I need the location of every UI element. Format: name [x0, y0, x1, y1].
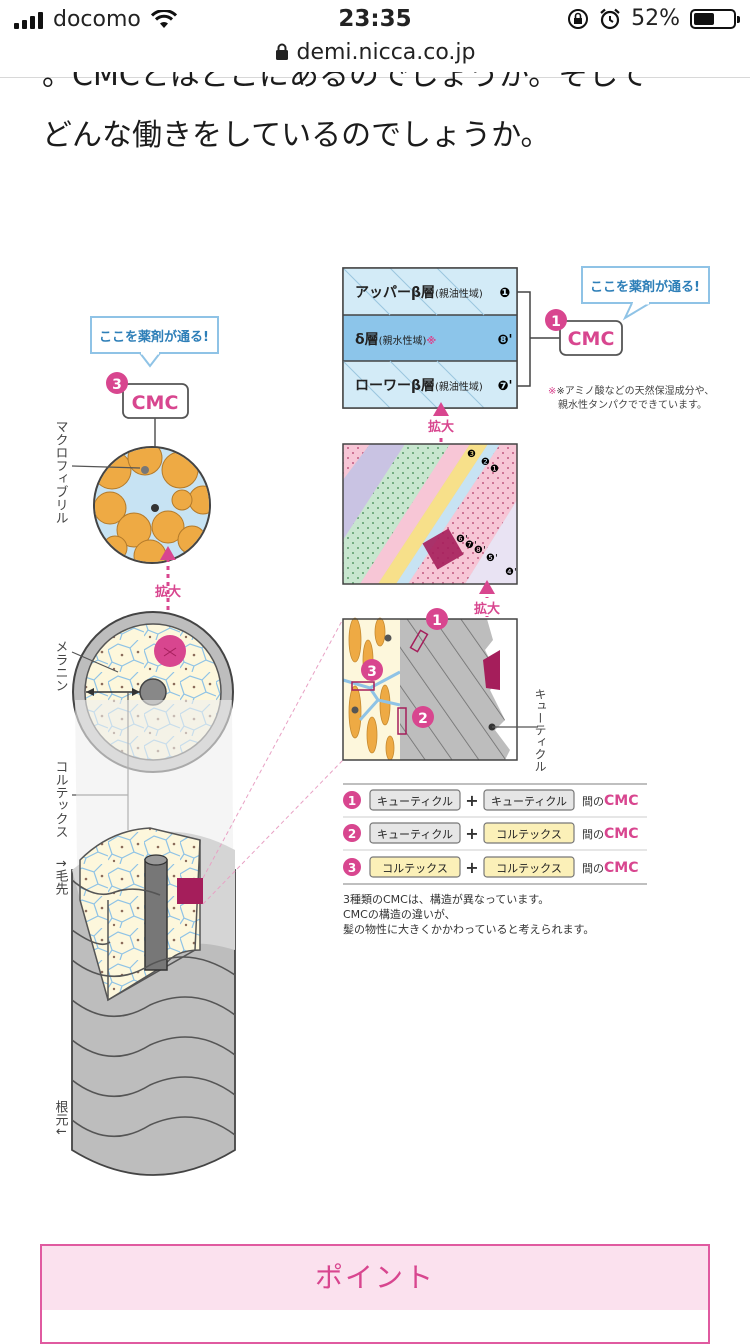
- legend-between: 間のCMC: [582, 793, 638, 809]
- desc-line-1: 3種類のCMCは、構造が異なっています。: [343, 892, 549, 906]
- label-root: 根元↓: [53, 1100, 69, 1137]
- status-left: docomo: [14, 7, 177, 32]
- legend-chip-b: [483, 789, 575, 811]
- legend-chip-b: [483, 856, 575, 878]
- article-line-1: 。CMCとはどこにあるのでしょうか。そして: [42, 72, 648, 93]
- alarm-icon: [600, 8, 620, 29]
- legend-plus: +: [465, 824, 478, 843]
- desc-line-3: 髪の物性に大きくかかわっていると考えられます。: [343, 922, 594, 936]
- battery-percent: 52%: [631, 6, 680, 31]
- url-bar[interactable]: demi.nicca.co.jp: [0, 40, 750, 78]
- legend-chip-a-text: コルテックス: [382, 862, 448, 875]
- legend-chip-a: [369, 789, 461, 811]
- svg-text:❹': ❹': [505, 567, 517, 578]
- battery-icon: [690, 8, 740, 29]
- legend-badge-num: 2: [348, 827, 356, 841]
- url-domain[interactable]: demi.nicca.co.jp: [296, 40, 476, 65]
- svg-text:ローワーβ層(親油性域): ローワーβ層(親油性域): [355, 378, 483, 394]
- rotation-lock-icon: [568, 8, 589, 29]
- label-melanin: メラニン: [53, 640, 68, 692]
- svg-text:❶: ❶: [499, 286, 510, 301]
- cmc-tag-1: CMC 1: [545, 309, 623, 356]
- legend-badge: [343, 791, 361, 809]
- svg-text:1: 1: [551, 314, 561, 330]
- legend-chip-a-text: キューティクル: [377, 828, 453, 841]
- desc-line-2: CMCの構造の違いが、: [343, 907, 456, 921]
- article-line-2: どんな働きをしているのでしょうか。: [42, 118, 551, 153]
- svg-text:2: 2: [418, 711, 428, 727]
- legend-badge-num: 1: [348, 794, 356, 808]
- legend-chip-b-text: キューティクル: [491, 795, 567, 808]
- macrofibril-circle: [93, 446, 211, 564]
- legend-chip-a-text: キューティクル: [377, 795, 453, 808]
- point-title: ポイント: [42, 1246, 708, 1310]
- legend-chip-b: [483, 822, 575, 844]
- cmc-diagram: ここを薬剤が通る! CMC 3 マクロフィブリル 拡大 メラニン コ: [53, 266, 714, 1176]
- svg-text:CMC: CMC: [132, 392, 179, 414]
- legend-badge-num: 3: [348, 861, 356, 875]
- enlarge-label-left: 拡大: [155, 584, 181, 600]
- callout-bubble-left: ここを薬剤が通る!: [90, 316, 219, 368]
- layer-stripes-zoom: ❸ ❷ ❶ ❻' ❼' ❽' ❺' ❹': [342, 443, 518, 585]
- status-right: 52%: [567, 6, 740, 31]
- cmc-layer-diagram: アッパーβ層(親油性域) δ層(親水性域)※ ローワーβ層(親油性域) ❶ ❽'…: [342, 267, 518, 409]
- signal-icon: [14, 11, 43, 29]
- svg-text:❶: ❶: [490, 464, 499, 475]
- svg-text:❽': ❽': [474, 545, 486, 556]
- enlarge-label-mid: 拡大: [428, 419, 454, 435]
- legend-plus: +: [465, 858, 478, 877]
- svg-text:3: 3: [367, 664, 377, 680]
- svg-text:3: 3: [112, 377, 122, 393]
- svg-text:1: 1: [432, 613, 442, 629]
- svg-text:❺': ❺': [486, 553, 498, 564]
- legend-badge: [343, 858, 361, 876]
- cuticle-cortex-zoom: 1 3 2: [342, 608, 518, 761]
- legend-badge: [343, 824, 361, 842]
- layer-note-1: ※※アミノ酸などの天然保湿成分や、: [548, 384, 714, 397]
- label-cortex: コルテックス: [53, 760, 68, 838]
- lock-icon: [275, 43, 288, 60]
- status-bar: docomo 23:35 52%: [0, 0, 750, 40]
- svg-text:CMC: CMC: [568, 328, 615, 350]
- clock: 23:35: [338, 6, 412, 32]
- legend-between: 間のCMC: [582, 860, 638, 876]
- svg-text:❸: ❸: [467, 449, 476, 460]
- cmc-tag-3: CMC 3: [106, 372, 189, 419]
- legend-between: 間のCMC: [582, 826, 638, 842]
- hair-strand-illustration: [71, 827, 236, 1176]
- enlarge-label-lower: 拡大: [474, 601, 500, 617]
- legend-chip-b-text: コルテックス: [496, 862, 562, 875]
- svg-text:❷: ❷: [481, 457, 490, 468]
- legend-plus: +: [465, 791, 478, 810]
- label-macrofibril: マクロフィブリル: [53, 420, 68, 524]
- label-cuticle: キューティクル: [533, 688, 547, 772]
- wifi-icon: [150, 9, 177, 28]
- layer-note-2: 親水性タンパクでできています。: [558, 398, 707, 411]
- callout-bubble-right: ここを薬剤が通る!: [581, 266, 710, 321]
- legend-chip-a: [369, 856, 461, 878]
- svg-text:❼': ❼': [465, 540, 477, 551]
- point-box: ポイント: [40, 1244, 710, 1344]
- svg-text:δ層(親水性域)※: δ層(親水性域)※: [355, 332, 436, 348]
- legend-chip-a: [369, 822, 461, 844]
- svg-text:❻': ❻': [456, 534, 468, 545]
- callout-text-left: ここを薬剤が通る!: [99, 329, 209, 345]
- svg-text:アッパーβ層(親油性域): アッパーβ層(親油性域): [355, 285, 483, 301]
- label-tip: ↑毛先: [53, 858, 69, 896]
- carrier-name: docomo: [53, 7, 141, 32]
- svg-text:ここを薬剤が通る!: ここを薬剤が通る!: [590, 279, 700, 295]
- svg-text:❼': ❼': [498, 379, 513, 394]
- legend-chip-b-text: コルテックス: [496, 828, 562, 841]
- svg-text:❽': ❽': [498, 333, 513, 348]
